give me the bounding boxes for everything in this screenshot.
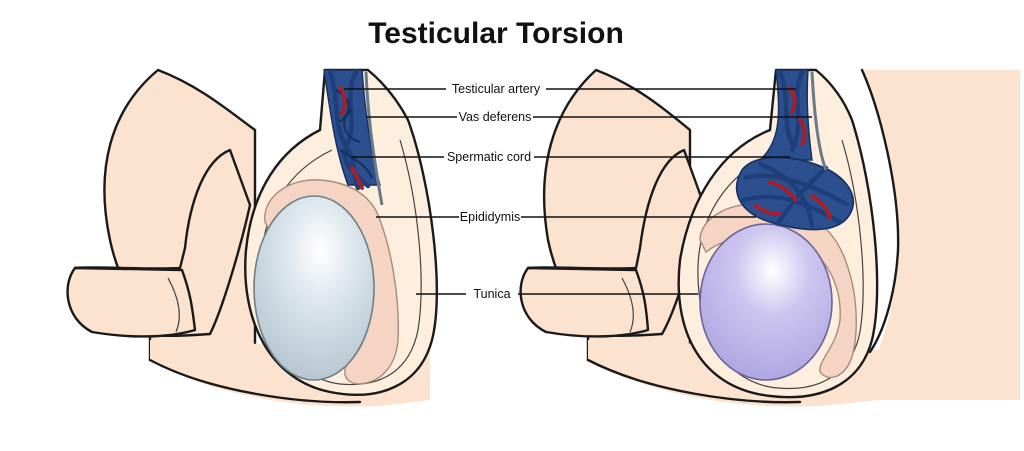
normal-glans: [66, 266, 197, 338]
label-testicular-artery: Testicular artery: [344, 82, 796, 96]
label-epididymis: Epididymis: [376, 210, 756, 224]
torsion-testis: [699, 223, 833, 381]
label-vas-deferens-text: Vas deferens: [459, 110, 532, 124]
normal-testis: [253, 195, 375, 381]
label-epididymis-text: Epididymis: [460, 210, 520, 224]
label-tunica: Tunica: [416, 287, 698, 301]
label-spermatic-cord: Spermatic cord: [352, 150, 790, 164]
torsion-glans: [519, 266, 650, 338]
label-tunica-text: Tunica: [473, 287, 510, 301]
torsion-spermatic-cord: [736, 69, 855, 231]
label-spermatic-cord-text: Spermatic cord: [447, 150, 531, 164]
label-vas-deferens: Vas deferens: [366, 110, 812, 124]
normal-anatomy: [66, 68, 439, 407]
torsion-anatomy: [519, 68, 1020, 407]
torsion-body-edge: [862, 70, 1020, 400]
label-testicular-artery-text: Testicular artery: [452, 82, 541, 96]
diagram-title: Testicular Torsion: [368, 17, 624, 50]
